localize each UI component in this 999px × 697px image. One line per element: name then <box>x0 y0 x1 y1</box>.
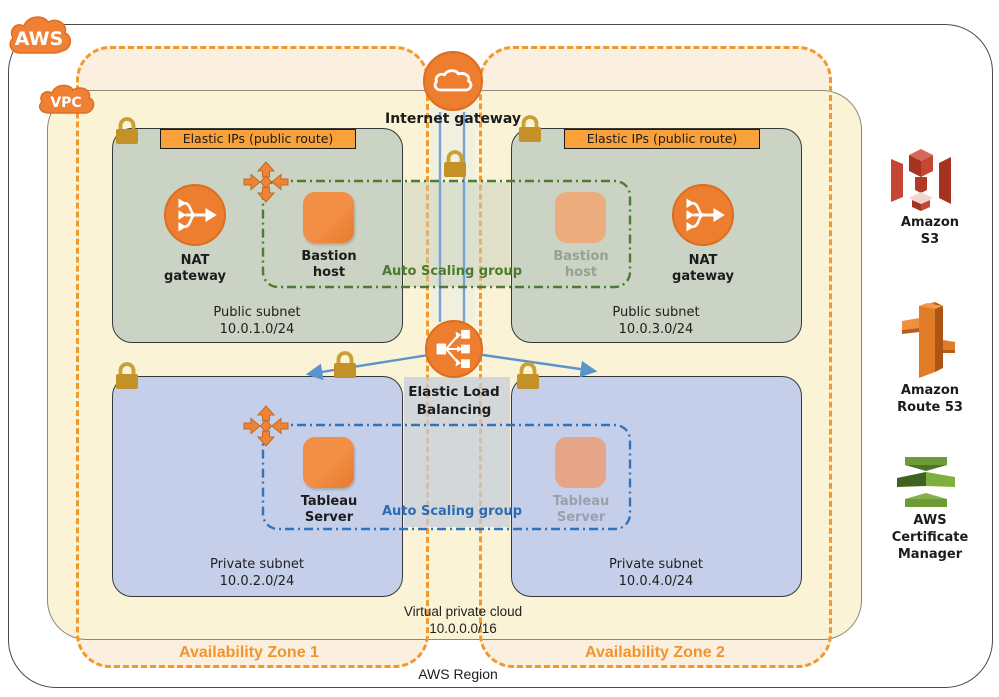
nat-gateway-label-az1: NAT gateway <box>164 253 226 284</box>
internet-gateway-icon <box>423 51 483 111</box>
internet-gateway-label: Internet gateway <box>384 111 522 127</box>
aws-region-label: AWS Region <box>418 666 498 682</box>
tableau-server-icon-az2-standby <box>555 437 606 488</box>
nat-glyph-icon <box>686 198 725 232</box>
nat-gateway-icon-az2 <box>672 184 734 246</box>
elastic-load-balancing-label: Elastic Load Balancing <box>408 384 500 418</box>
public-subnet-2-caption: Public subnet 10.0.3.0/24 <box>612 305 700 337</box>
vpc-logo-text: VPC <box>50 95 81 111</box>
bastion-host-icon-az2-standby <box>555 192 606 243</box>
lock-icon <box>444 150 466 177</box>
elastic-ip-label-right: Elastic IPs (public route) <box>564 129 760 149</box>
asg-private-label: Auto Scaling group <box>381 504 523 519</box>
elastic-load-balancing-icon <box>425 320 483 378</box>
tableau-server-label-az2: Tableau Server <box>552 494 610 525</box>
bastion-host-icon-az1 <box>303 192 354 243</box>
bastion-host-label-az1: Bastion host <box>301 249 357 280</box>
load-balancer-glyph-icon <box>436 329 470 369</box>
aws-logo-text: AWS <box>15 28 64 50</box>
amazon-route-53-label: Amazon Route 53 <box>897 383 963 415</box>
aws-certificate-manager-icon <box>897 457 955 507</box>
aws-certificate-manager-label: AWS Certificate Manager <box>891 513 969 562</box>
amazon-s3-label: Amazon S3 <box>900 215 960 247</box>
vpc-cloud-logo: VPC <box>38 84 95 114</box>
private-subnet-2-caption: Private subnet 10.0.4.0/24 <box>608 557 704 589</box>
lock-icon <box>334 351 356 378</box>
nat-gateway-label-az2: NAT gateway <box>672 253 734 284</box>
auto-scaling-icon <box>243 405 289 447</box>
lock-icon <box>519 115 541 142</box>
amazon-s3-icon <box>891 149 951 211</box>
cloud-glyph-icon <box>433 69 473 92</box>
tableau-server-label-az1: Tableau Server <box>300 494 358 525</box>
vpc-caption: Virtual private cloud 10.0.0.0/16 <box>403 604 523 636</box>
lock-icon <box>116 117 138 144</box>
aws-cloud-logo: AWS <box>9 16 71 54</box>
bastion-host-label-az2: Bastion host <box>553 249 609 280</box>
public-subnet-1-caption: Public subnet 10.0.1.0/24 <box>213 305 301 337</box>
availability-zone-2-label: Availability Zone 2 <box>585 644 725 661</box>
availability-zone-1-label: Availability Zone 1 <box>179 644 319 661</box>
asg-public-label: Auto Scaling group <box>381 264 523 279</box>
lock-icon <box>116 362 138 389</box>
elastic-ip-label-left: Elastic IPs (public route) <box>160 129 356 149</box>
auto-scaling-icon <box>243 161 289 203</box>
private-subnet-1-caption: Private subnet 10.0.2.0/24 <box>209 557 305 589</box>
tableau-server-icon-az1 <box>303 437 354 488</box>
nat-gateway-icon-az1 <box>164 184 226 246</box>
nat-glyph-icon <box>178 198 217 232</box>
amazon-route-53-icon <box>902 302 955 378</box>
